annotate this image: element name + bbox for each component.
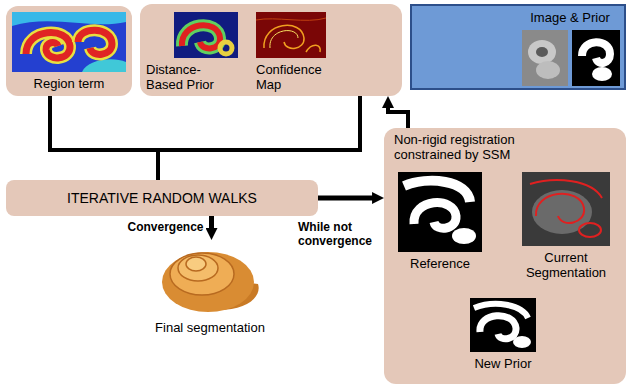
node-label: Image & Prior <box>518 10 622 25</box>
current-segmentation-image <box>522 172 610 246</box>
node-label: Non-rigid registration constrained by SS… <box>394 132 562 162</box>
edge-label: Convergence <box>112 220 204 234</box>
image-figure: Reference <box>392 172 491 276</box>
connector-arrow <box>158 96 360 180</box>
prior-mask <box>572 30 620 86</box>
node-label: Reference <box>392 256 488 271</box>
process-box: Reference Current Segmentation New Prior… <box>384 128 626 384</box>
region-heatmap <box>12 12 126 72</box>
connector-arrow <box>388 104 408 128</box>
reference-image <box>398 172 482 252</box>
process-box: ITERATIVE RANDOM WALKS <box>6 180 318 216</box>
node-label: Current Segmentation <box>512 250 620 280</box>
input-box: Image & Prior <box>410 4 626 90</box>
node-label: Confidence Map <box>256 62 330 92</box>
image-figure: Current Segmentation <box>512 172 623 288</box>
result-figure: Final segmentation <box>150 240 273 340</box>
edge-label: While not convergence <box>298 220 384 248</box>
node-label: Region term <box>12 76 126 91</box>
shell-rendering <box>158 240 262 316</box>
node-label: Final segmentation <box>150 320 270 335</box>
confidence-map-image <box>256 12 326 58</box>
node-label: ITERATIVE RANDOM WALKS <box>12 190 312 206</box>
node-label: Distance-Based Prior <box>146 62 226 92</box>
connector-arrow <box>209 216 214 232</box>
node-label: New Prior <box>458 356 548 371</box>
connector-arrow <box>50 96 158 180</box>
connector-arrow <box>318 196 376 201</box>
prior-box: Distance-Based Prior Confidence Map <box>140 4 402 96</box>
input-box: Region term <box>6 6 132 96</box>
image-figure: New Prior <box>458 298 551 376</box>
new-prior-image <box>470 298 536 352</box>
ct-image <box>522 30 568 86</box>
distance-prior-image <box>174 12 238 58</box>
